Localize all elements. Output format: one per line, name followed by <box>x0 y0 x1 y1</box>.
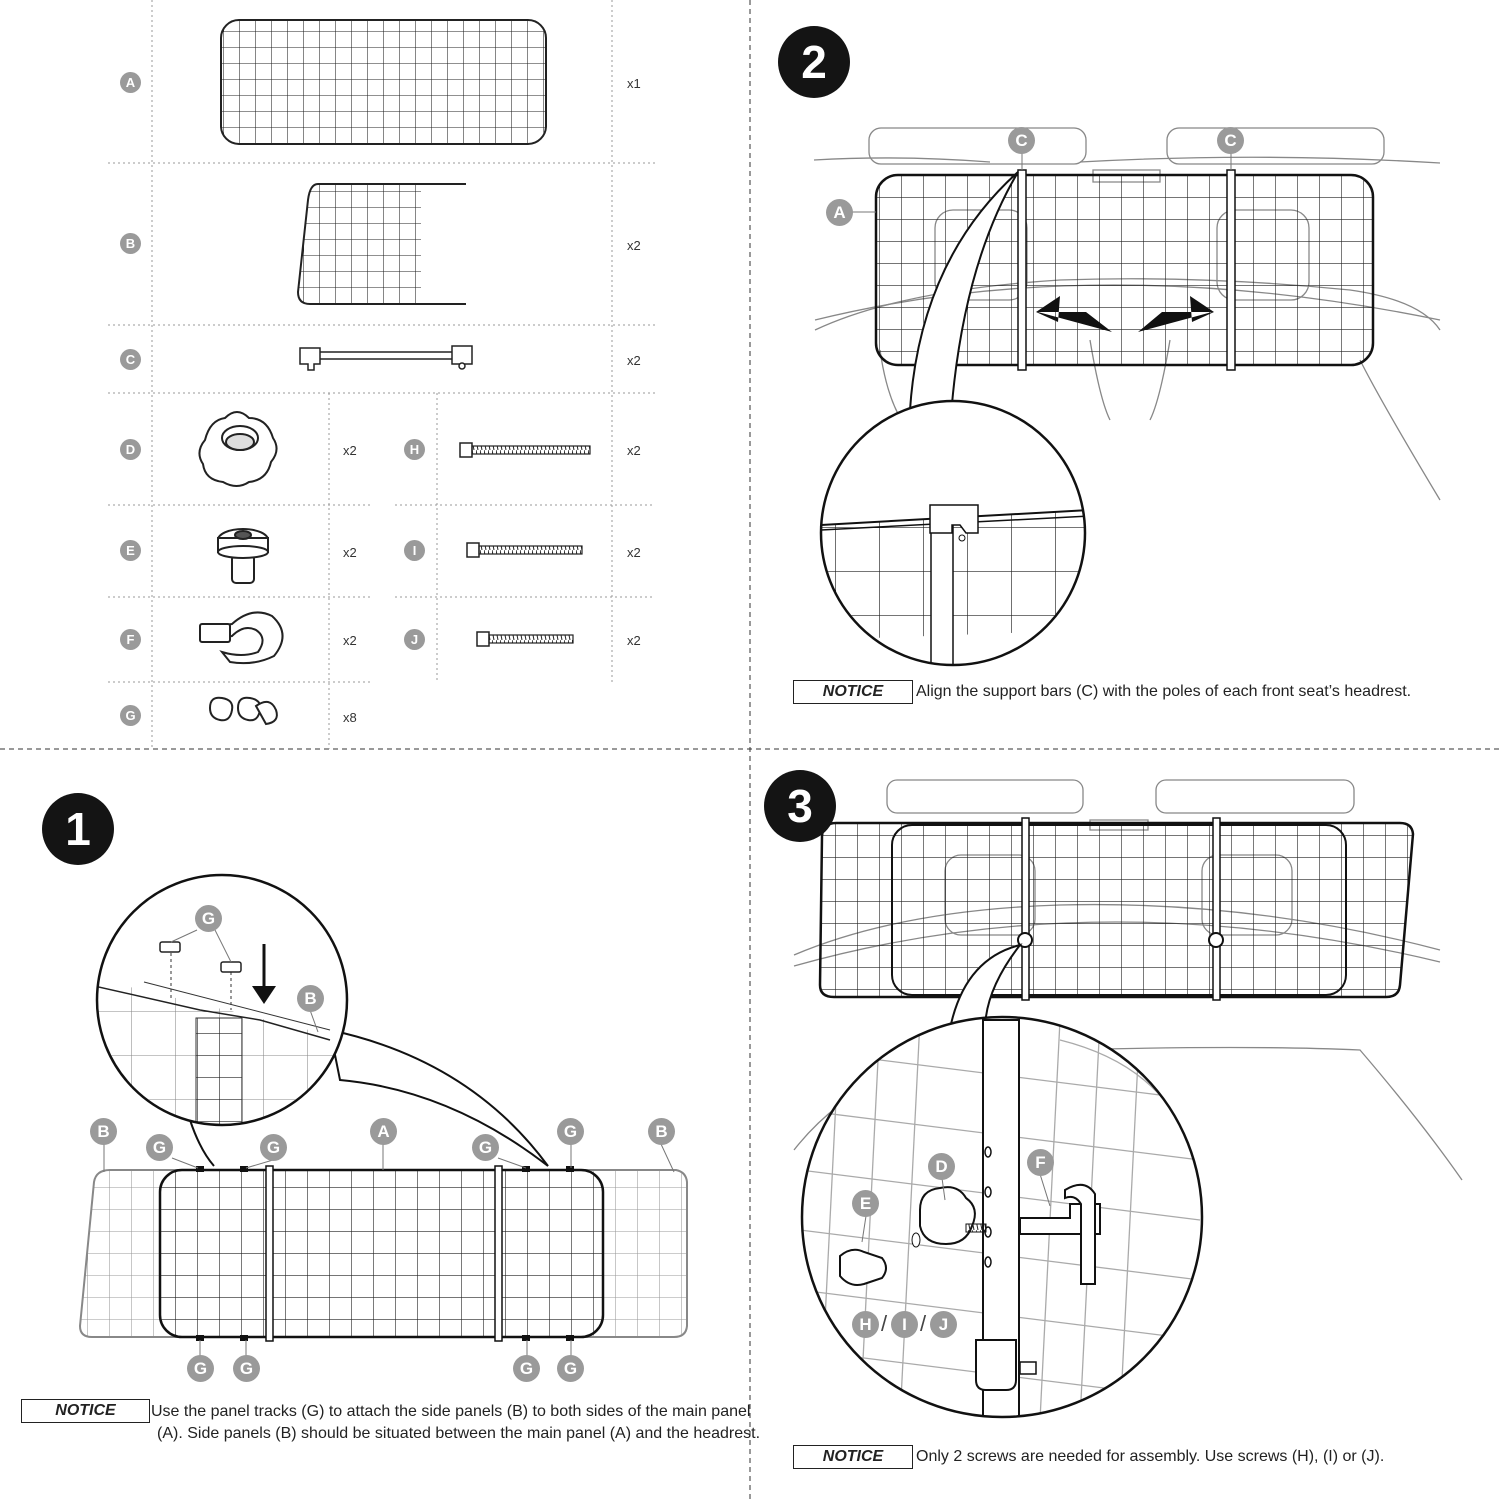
part-j-screw <box>476 631 574 647</box>
callout-g: G <box>233 1355 260 1382</box>
part-h-screw <box>459 442 591 458</box>
notice-label: NOTICE <box>793 1445 913 1469</box>
part-label-h: H <box>404 439 425 460</box>
callout-i: I <box>891 1311 918 1338</box>
callout-f: F <box>1027 1149 1054 1176</box>
separator-slash: / <box>920 1311 927 1336</box>
part-qty-a: x1 <box>627 76 641 91</box>
part-e-end-cap <box>217 528 269 584</box>
notice-text-line1: Use the panel tracks (G) to attach the s… <box>151 1403 751 1420</box>
notice-label: NOTICE <box>21 1399 150 1423</box>
callout-g: G <box>513 1355 540 1382</box>
part-b-side-panel <box>296 183 466 305</box>
separator-slash: / <box>881 1311 888 1336</box>
part-label-d: D <box>120 439 141 460</box>
callout-a: A <box>370 1118 397 1145</box>
part-label-f: F <box>120 629 141 650</box>
part-qty-b: x2 <box>627 238 641 253</box>
callout-g: G <box>557 1355 584 1382</box>
callout-b: B <box>648 1118 675 1145</box>
notice-text: Align the support bars (C) with the pole… <box>916 683 1412 700</box>
step1-assembly-drawing <box>78 873 688 1356</box>
part-qty-e: x2 <box>343 545 357 560</box>
callout-j: J <box>930 1311 957 1338</box>
part-label-b: B <box>120 233 141 254</box>
part-label-a: A <box>120 72 141 93</box>
part-c-support-bar <box>299 345 473 371</box>
callout-g: G <box>260 1134 287 1161</box>
callout-g: G <box>557 1118 584 1145</box>
part-label-j: J <box>404 629 425 650</box>
callout-g: G <box>472 1134 499 1161</box>
callout-c: C <box>1217 127 1244 154</box>
step2-car-interior <box>813 127 1441 667</box>
callout-a: A <box>826 199 853 226</box>
parts-table-lines <box>108 0 655 749</box>
part-label-g: G <box>120 705 141 726</box>
part-i-screw <box>466 542 583 558</box>
notice-label: NOTICE <box>793 680 913 704</box>
part-qty-j: x2 <box>627 633 641 648</box>
part-label-i: I <box>404 540 425 561</box>
part-qty-h: x2 <box>627 443 641 458</box>
callout-h: H <box>852 1311 879 1338</box>
notice-text-line2: (A). Side panels (B) should be situated … <box>157 1425 761 1442</box>
part-f-hook <box>199 611 284 665</box>
callout-b: B <box>90 1118 117 1145</box>
callout-d: D <box>928 1153 955 1180</box>
step-number-2: 2 <box>778 26 850 98</box>
step3-car-interior <box>793 779 1463 1419</box>
notice-text: Only 2 screws are needed for assembly. U… <box>916 1448 1385 1465</box>
part-g-clip <box>208 696 278 726</box>
callout-e: E <box>852 1190 879 1217</box>
callout-b: B <box>297 985 324 1012</box>
part-d-knob <box>198 411 278 487</box>
part-qty-d: x2 <box>343 443 357 458</box>
part-a-main-panel <box>220 19 547 145</box>
callout-g: G <box>146 1134 173 1161</box>
step-number-3: 3 <box>764 770 836 842</box>
part-qty-g: x8 <box>343 710 357 725</box>
part-label-e: E <box>120 540 141 561</box>
step-number-1: 1 <box>42 793 114 865</box>
part-qty-f: x2 <box>343 633 357 648</box>
part-qty-c: x2 <box>627 353 641 368</box>
callout-g: G <box>187 1355 214 1382</box>
callout-c: C <box>1008 127 1035 154</box>
part-label-c: C <box>120 349 141 370</box>
callout-g: G <box>195 905 222 932</box>
part-qty-i: x2 <box>627 545 641 560</box>
